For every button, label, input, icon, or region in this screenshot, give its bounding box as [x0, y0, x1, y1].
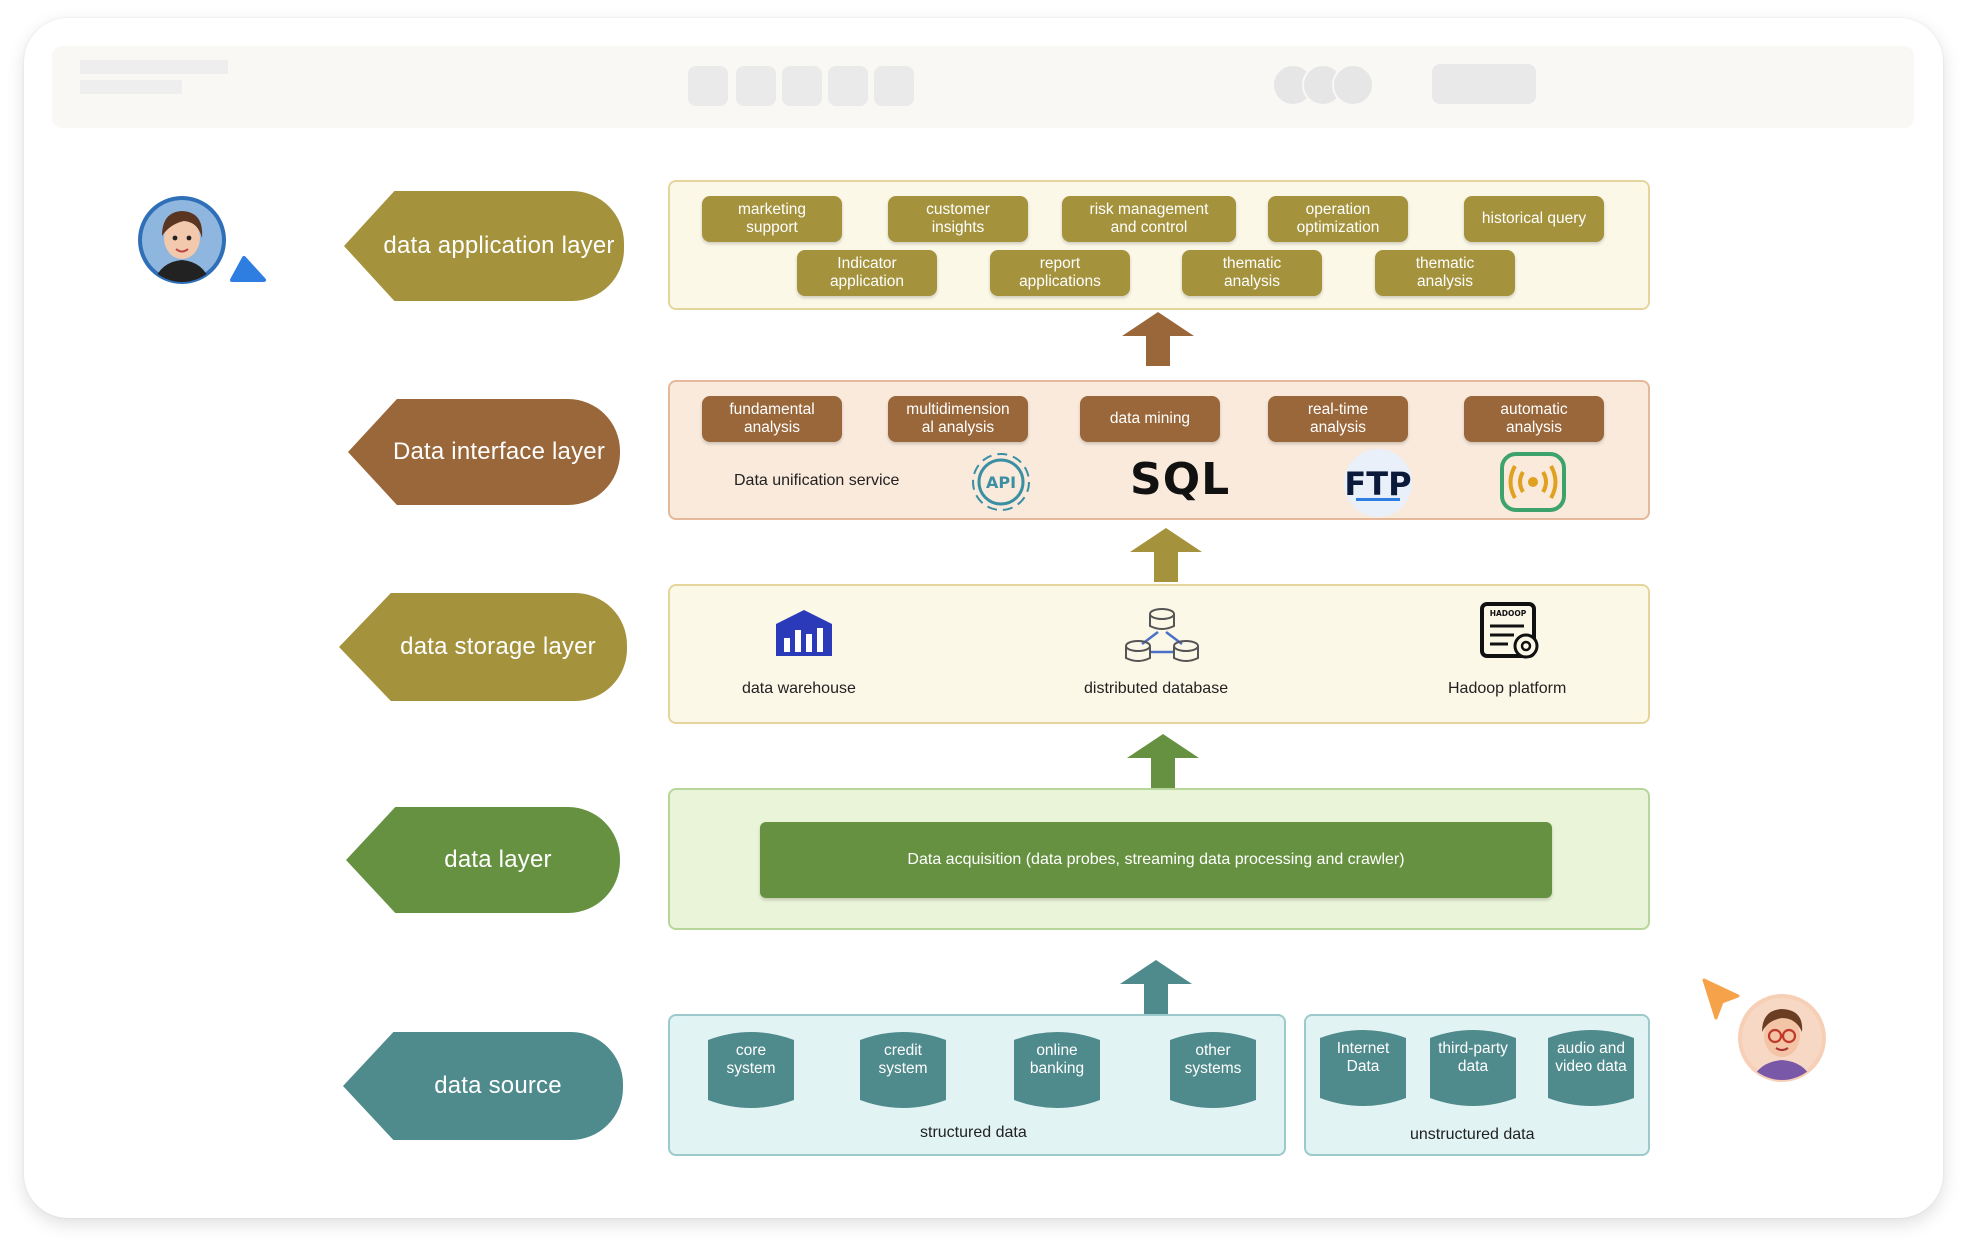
chip-marketing-support[interactable]: marketing support: [702, 196, 842, 242]
toolbar-button-1[interactable]: [688, 66, 728, 106]
chip-historical-query[interactable]: historical query: [1464, 196, 1604, 242]
arrow-up-icon: [1130, 528, 1202, 582]
chip-real-time-analysis[interactable]: real-time analysis: [1268, 396, 1408, 442]
ftp-icon-text: FTP: [1344, 465, 1411, 503]
cylinder-icon: [1014, 1032, 1100, 1108]
chip-thematic-analysis[interactable]: thematic analysis: [1182, 250, 1322, 296]
storage-label-hadoop: Hadoop platform: [1448, 680, 1567, 697]
api-icon: API: [972, 453, 1030, 511]
storage-label-distributed: distributed database: [1084, 680, 1229, 697]
broadcast-icon: [1500, 452, 1566, 512]
warehouse-icon: [776, 610, 832, 656]
source-label: other systems: [1184, 1042, 1242, 1077]
cylinder-icon: [1548, 1030, 1634, 1106]
toolbar-button-3[interactable]: [782, 66, 822, 106]
title-placeholder: [80, 60, 228, 74]
layer-label-text: data source: [434, 1072, 562, 1099]
data-layer-panel: Data acquisition (data probes, streaming…: [668, 788, 1650, 930]
layer-label-text: data storage layer: [400, 633, 596, 660]
chip-report-applications[interactable]: report applications: [990, 250, 1130, 296]
layer-label-text: Data interface layer: [392, 438, 606, 465]
cursor-icon: [230, 256, 266, 282]
arrow-up-icon: [1120, 960, 1192, 1014]
cylinder-icon: [1430, 1030, 1516, 1106]
top-bar: [52, 46, 1914, 128]
user-avatar-left: [138, 196, 266, 284]
collaborator-avatar-3[interactable]: [1332, 64, 1374, 106]
chip-indicator-application[interactable]: Indicator application: [797, 250, 937, 296]
source-credit-system[interactable]: credit system: [860, 1028, 946, 1112]
layer-label-interface: Data interface layer: [348, 399, 620, 505]
chip-risk-management[interactable]: risk management and control: [1062, 196, 1236, 242]
hadoop-icon: HADOOP: [1480, 602, 1539, 659]
chip-fundamental-analysis[interactable]: fundamental analysis: [702, 396, 842, 442]
layer-label-storage: data storage layer: [339, 593, 627, 701]
source-other-systems[interactable]: other systems: [1170, 1028, 1256, 1112]
ftp-icon: FTP: [1344, 449, 1412, 517]
toolbar-button-2[interactable]: [736, 66, 776, 106]
layer-label-application: data application layer: [344, 191, 624, 301]
chip-customer-insights[interactable]: customer insights: [888, 196, 1028, 242]
cylinder-icon: [1170, 1032, 1256, 1108]
subtitle-placeholder: [80, 80, 182, 94]
cylinder-icon: [708, 1032, 794, 1108]
arrow-up-icon: [1127, 734, 1199, 788]
source-label: audio and video data: [1555, 1040, 1627, 1075]
share-button[interactable]: [1432, 64, 1536, 104]
hadoop-icon-text: HADOOP: [1490, 609, 1527, 618]
cursor-icon: [1702, 978, 1740, 1020]
interface-panel: fundamental analysis multidimension al a…: [668, 380, 1650, 520]
api-icon-text: API: [986, 473, 1016, 492]
chip-operation-optimization[interactable]: operation optimization: [1268, 196, 1408, 242]
source-audio-video-data[interactable]: audio and video data: [1548, 1026, 1634, 1110]
sql-logo: SQL: [1130, 454, 1231, 505]
storage-panel: data warehouse distributed database HADO…: [668, 584, 1650, 724]
source-core-system[interactable]: core system: [708, 1028, 794, 1112]
storage-label-warehouse: data warehouse: [742, 680, 856, 697]
chip-data-mining[interactable]: data mining: [1080, 396, 1220, 442]
arrow-up-icon: [1122, 312, 1194, 366]
layer-label-text: data layer: [444, 846, 552, 873]
source-label: credit system: [878, 1042, 928, 1077]
layer-label-data: data layer: [346, 807, 620, 913]
data-acquisition-bar[interactable]: Data acquisition (data probes, streaming…: [760, 822, 1552, 898]
unstructured-data-panel: Internet Data third-party data audio and…: [1304, 1014, 1650, 1156]
layer-label-source: data source: [343, 1032, 623, 1140]
source-third-party-data[interactable]: third-party data: [1430, 1026, 1516, 1110]
cylinder-icon: [860, 1032, 946, 1108]
structured-data-panel: core system credit system online banking…: [668, 1014, 1286, 1156]
structured-data-label: structured data: [920, 1124, 1027, 1141]
toolbar-button-4[interactable]: [828, 66, 868, 106]
chip-automatic-analysis[interactable]: automatic analysis: [1464, 396, 1604, 442]
source-label: core system: [726, 1042, 776, 1077]
service-label: Data unification service: [734, 472, 900, 489]
source-online-banking[interactable]: online banking: [1014, 1028, 1100, 1112]
distributed-database-icon: [1125, 608, 1199, 662]
chip-multidimensional-analysis[interactable]: multidimension al analysis: [888, 396, 1028, 442]
cylinder-icon: [1320, 1030, 1406, 1106]
user-avatar-right: [1702, 978, 1826, 1082]
source-label: Internet Data: [1336, 1040, 1390, 1075]
toolbar-button-5[interactable]: [874, 66, 914, 106]
chip-thematic-analysis[interactable]: thematic analysis: [1375, 250, 1515, 296]
layer-label-text: data application layer: [383, 232, 615, 259]
unstructured-data-label: unstructured data: [1410, 1126, 1535, 1143]
source-label: online banking: [1029, 1042, 1085, 1077]
application-panel: marketing support customer insights risk…: [668, 180, 1650, 310]
source-internet-data[interactable]: Internet Data: [1320, 1026, 1406, 1110]
source-label: third-party data: [1438, 1040, 1508, 1075]
